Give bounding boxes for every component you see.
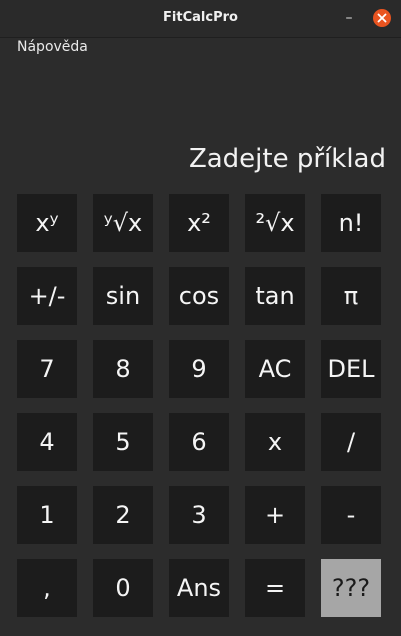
digit-6-button[interactable]: 6 bbox=[169, 413, 229, 471]
digit-9-button[interactable]: 9 bbox=[169, 340, 229, 398]
digit-0-button[interactable]: 0 bbox=[93, 559, 153, 617]
square-root-button[interactable]: ²√x bbox=[245, 194, 305, 252]
minimize-button[interactable]: – bbox=[345, 10, 353, 26]
digit-4-button[interactable]: 4 bbox=[17, 413, 77, 471]
equals-button[interactable]: = bbox=[245, 559, 305, 617]
delete-button[interactable]: DEL bbox=[321, 340, 381, 398]
menu-bar: Nápověda bbox=[0, 38, 401, 58]
digit-3-button[interactable]: 3 bbox=[169, 486, 229, 544]
sign-toggle-button[interactable]: +/- bbox=[17, 267, 77, 325]
digit-8-button[interactable]: 8 bbox=[93, 340, 153, 398]
close-button[interactable] bbox=[373, 9, 391, 27]
window-title: FitCalcPro bbox=[163, 10, 238, 25]
mystery-button[interactable]: ??? bbox=[321, 559, 381, 617]
all-clear-button[interactable]: AC bbox=[245, 340, 305, 398]
digit-1-button[interactable]: 1 bbox=[17, 486, 77, 544]
nth-root-button[interactable]: ʸ√x bbox=[93, 194, 153, 252]
add-button[interactable]: + bbox=[245, 486, 305, 544]
power-button[interactable]: xʸ bbox=[17, 194, 77, 252]
multiply-button[interactable]: x bbox=[245, 413, 305, 471]
expression-display[interactable]: Zadejte příklad bbox=[188, 144, 386, 174]
divide-button[interactable]: / bbox=[321, 413, 381, 471]
digit-5-button[interactable]: 5 bbox=[93, 413, 153, 471]
tan-button[interactable]: tan bbox=[245, 267, 305, 325]
factorial-button[interactable]: n! bbox=[321, 194, 381, 252]
sin-button[interactable]: sin bbox=[93, 267, 153, 325]
digit-2-button[interactable]: 2 bbox=[93, 486, 153, 544]
digit-7-button[interactable]: 7 bbox=[17, 340, 77, 398]
cos-button[interactable]: cos bbox=[169, 267, 229, 325]
pi-button[interactable]: π bbox=[321, 267, 381, 325]
close-icon bbox=[377, 13, 387, 23]
title-bar: FitCalcPro – bbox=[0, 0, 401, 38]
subtract-button[interactable]: - bbox=[321, 486, 381, 544]
square-button[interactable]: x² bbox=[169, 194, 229, 252]
answer-button[interactable]: Ans bbox=[169, 559, 229, 617]
keypad: xʸ ʸ√x x² ²√x n! +/- sin cos tan π 7 8 9… bbox=[17, 194, 381, 617]
menu-help[interactable]: Nápověda bbox=[17, 39, 88, 55]
decimal-comma-button[interactable]: , bbox=[17, 559, 77, 617]
